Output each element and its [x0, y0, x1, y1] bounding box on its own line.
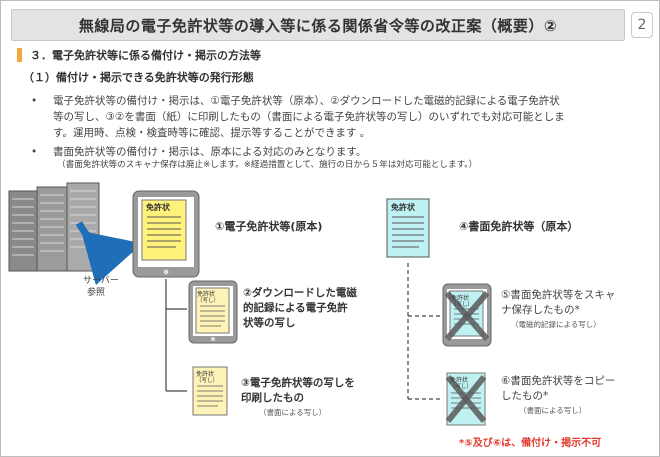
bullet-1-line-3: す。運用時、点検・検査時等に確認、提示等することができます 。	[53, 127, 371, 139]
doc-label-scan-sub: （写し）	[451, 302, 474, 308]
page-title: 無線局の電子免許状等の導入等に係る関係省令等の改正案（概要）②	[78, 16, 558, 35]
item-5-line-2: ナ保存したもの*	[501, 304, 580, 316]
section-heading: ３．電子免許状等に係る備付け・掲示の方法等	[17, 47, 261, 63]
paper-original-icon	[386, 198, 430, 258]
tablet-scan-crossed-icon	[442, 283, 492, 347]
item-5-line-1: ⑤書面免許状等をスキャ	[501, 289, 616, 301]
doc-label-print: 免許状	[196, 371, 215, 378]
item-6-line-1: ⑥書面免許状等をコピー	[501, 375, 616, 387]
doc-label-photocopy-sub: （写し）	[450, 384, 473, 390]
reference-label: 参照	[87, 288, 106, 298]
doc-label-paper: 免許状	[391, 203, 415, 212]
item-6-label: ⑥書面免許状等をコピー したもの*	[501, 374, 615, 404]
item-2-line-1: ②ダウンロードした電磁	[243, 287, 357, 299]
tree-connector	[165, 279, 187, 392]
note: （書面免許状等のスキャナ保存は廃止※します。※経過措置として、施行の日から５年は…	[57, 160, 478, 170]
doc-label-original: 免許状	[146, 203, 170, 212]
bullet-dot: •	[31, 146, 38, 158]
item-6-sub: （書面による写し）	[519, 406, 587, 415]
bullet-1-line-2: 等の写し、③②を書面（紙）に印刷したもの（書面による電子免許状等の写し）のいずれ…	[53, 111, 565, 123]
page-number: 2	[631, 12, 653, 38]
item-3-sub: （書面による写し）	[259, 408, 327, 417]
item-5-label: ⑤書面免許状等をスキャ ナ保存したもの*	[501, 288, 615, 318]
doc-label-photocopy: 免許状	[450, 377, 469, 384]
server-icon	[8, 182, 100, 272]
item-3-line-2: 印刷したもの	[241, 392, 304, 404]
item-2-label: ②ダウンロードした電磁 的記録による電子免許 状等の写し	[243, 286, 357, 331]
paper-copy-icon	[192, 366, 228, 416]
item-3-line-1: ③電子免許状等の写しを	[241, 377, 355, 389]
item-3-label: ③電子免許状等の写しを 印刷したもの	[241, 376, 355, 406]
item-6-line-2: したもの*	[501, 390, 549, 402]
dashed-connector	[407, 263, 441, 400]
paper-copy-crossed-icon	[445, 372, 487, 426]
item-4-label: ④書面免許状等（原本）	[459, 220, 579, 233]
doc-label-print-sub: （写し）	[196, 378, 219, 384]
doc-label-scan: 免許状	[451, 295, 470, 302]
item-2-line-2: 的記録による電子免許	[243, 302, 348, 314]
bullet-2-line-1: 書面免許状等の備付け・掲示は、原本による対応のみとなります。	[53, 146, 367, 158]
item-1-label: ①電子免許状等(原本)	[215, 220, 323, 233]
doc-label-copy-sub: （写し）	[197, 298, 220, 304]
footnote: *⑤及び⑥は、備付け・掲示不可	[459, 438, 602, 449]
tablet-original-icon	[132, 190, 200, 278]
bullet-1-line-1: 電子免許状等の備付け・掲示は、①電子免許状等（原本）、②ダウンロードした電磁的記…	[53, 95, 560, 107]
section-heading-text: ３．電子免許状等に係る備付け・掲示の方法等	[30, 49, 261, 62]
item-5-sub: （電磁的記録による写し）	[511, 320, 601, 329]
sub-heading: （１）備付け・掲示できる免許状等の発行形態	[23, 71, 254, 84]
bullet-dot: •	[31, 95, 38, 107]
doc-label-copy: 免許状	[197, 291, 216, 298]
tablet-copy-icon	[188, 280, 238, 344]
title-bar: 無線局の電子免許状等の導入等に係る関係省令等の改正案（概要）②	[11, 9, 625, 41]
reference-arrow	[75, 221, 143, 286]
server-label: サーバー	[83, 276, 119, 286]
section-accent-bar	[17, 48, 22, 62]
item-2-line-3: 状等の写し	[243, 317, 296, 329]
